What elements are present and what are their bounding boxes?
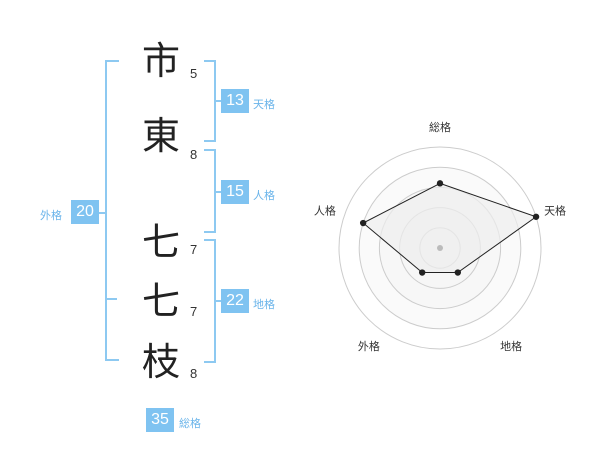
radar-axis-label-5: 人格	[314, 204, 336, 218]
stroke-count-3: 7	[190, 242, 198, 257]
soukaku-value: 35	[146, 408, 174, 432]
radar-axis-label-4: 外格	[358, 339, 380, 353]
stroke-count-2: 8	[190, 147, 198, 162]
chikaku-value: 22	[221, 289, 249, 313]
name-char-2: 東	[141, 114, 180, 158]
radar-center	[437, 245, 443, 251]
jinkaku-bracket	[204, 149, 216, 233]
radar-point-4	[418, 269, 426, 276]
gaikaku-value: 20	[71, 200, 99, 224]
radar-axis-label-1: 総格	[429, 120, 451, 134]
gaikaku-label: 外格	[40, 209, 62, 222]
tenkaku-bracket	[204, 60, 216, 142]
gaikaku-bracket	[105, 60, 119, 361]
jinkaku-connector	[216, 191, 222, 193]
tenkaku-value: 13	[221, 89, 249, 113]
name-char-3: 七	[141, 220, 180, 264]
radar-point-3	[454, 269, 462, 276]
chikaku-connector	[216, 300, 222, 302]
radar-axis-label-3: 地格	[500, 339, 522, 353]
gaikaku-bracket-mid	[105, 298, 117, 300]
radar-area	[362, 182, 538, 273]
radar-point-1	[436, 180, 444, 187]
name-char-5: 枝	[141, 340, 180, 384]
tenkaku-label: 天格	[253, 98, 275, 111]
stroke-count-4: 7	[190, 304, 198, 319]
jinkaku-value: 15	[221, 180, 249, 204]
jinkaku-label: 人格	[253, 189, 275, 202]
chikaku-bracket	[204, 239, 216, 363]
chikaku-label: 地格	[253, 298, 275, 311]
name-char-1: 市	[141, 39, 180, 83]
name-char-4: 七	[141, 279, 180, 323]
radar-axis-label-2: 天格	[544, 204, 566, 218]
tenkaku-connector	[216, 100, 222, 102]
radar-point-5	[359, 219, 367, 227]
gaikaku-connector	[99, 212, 105, 214]
radar-point-2	[532, 213, 540, 220]
stroke-count-5: 8	[190, 366, 198, 381]
stroke-count-1: 5	[190, 66, 198, 81]
soukaku-label: 総格	[179, 417, 201, 430]
